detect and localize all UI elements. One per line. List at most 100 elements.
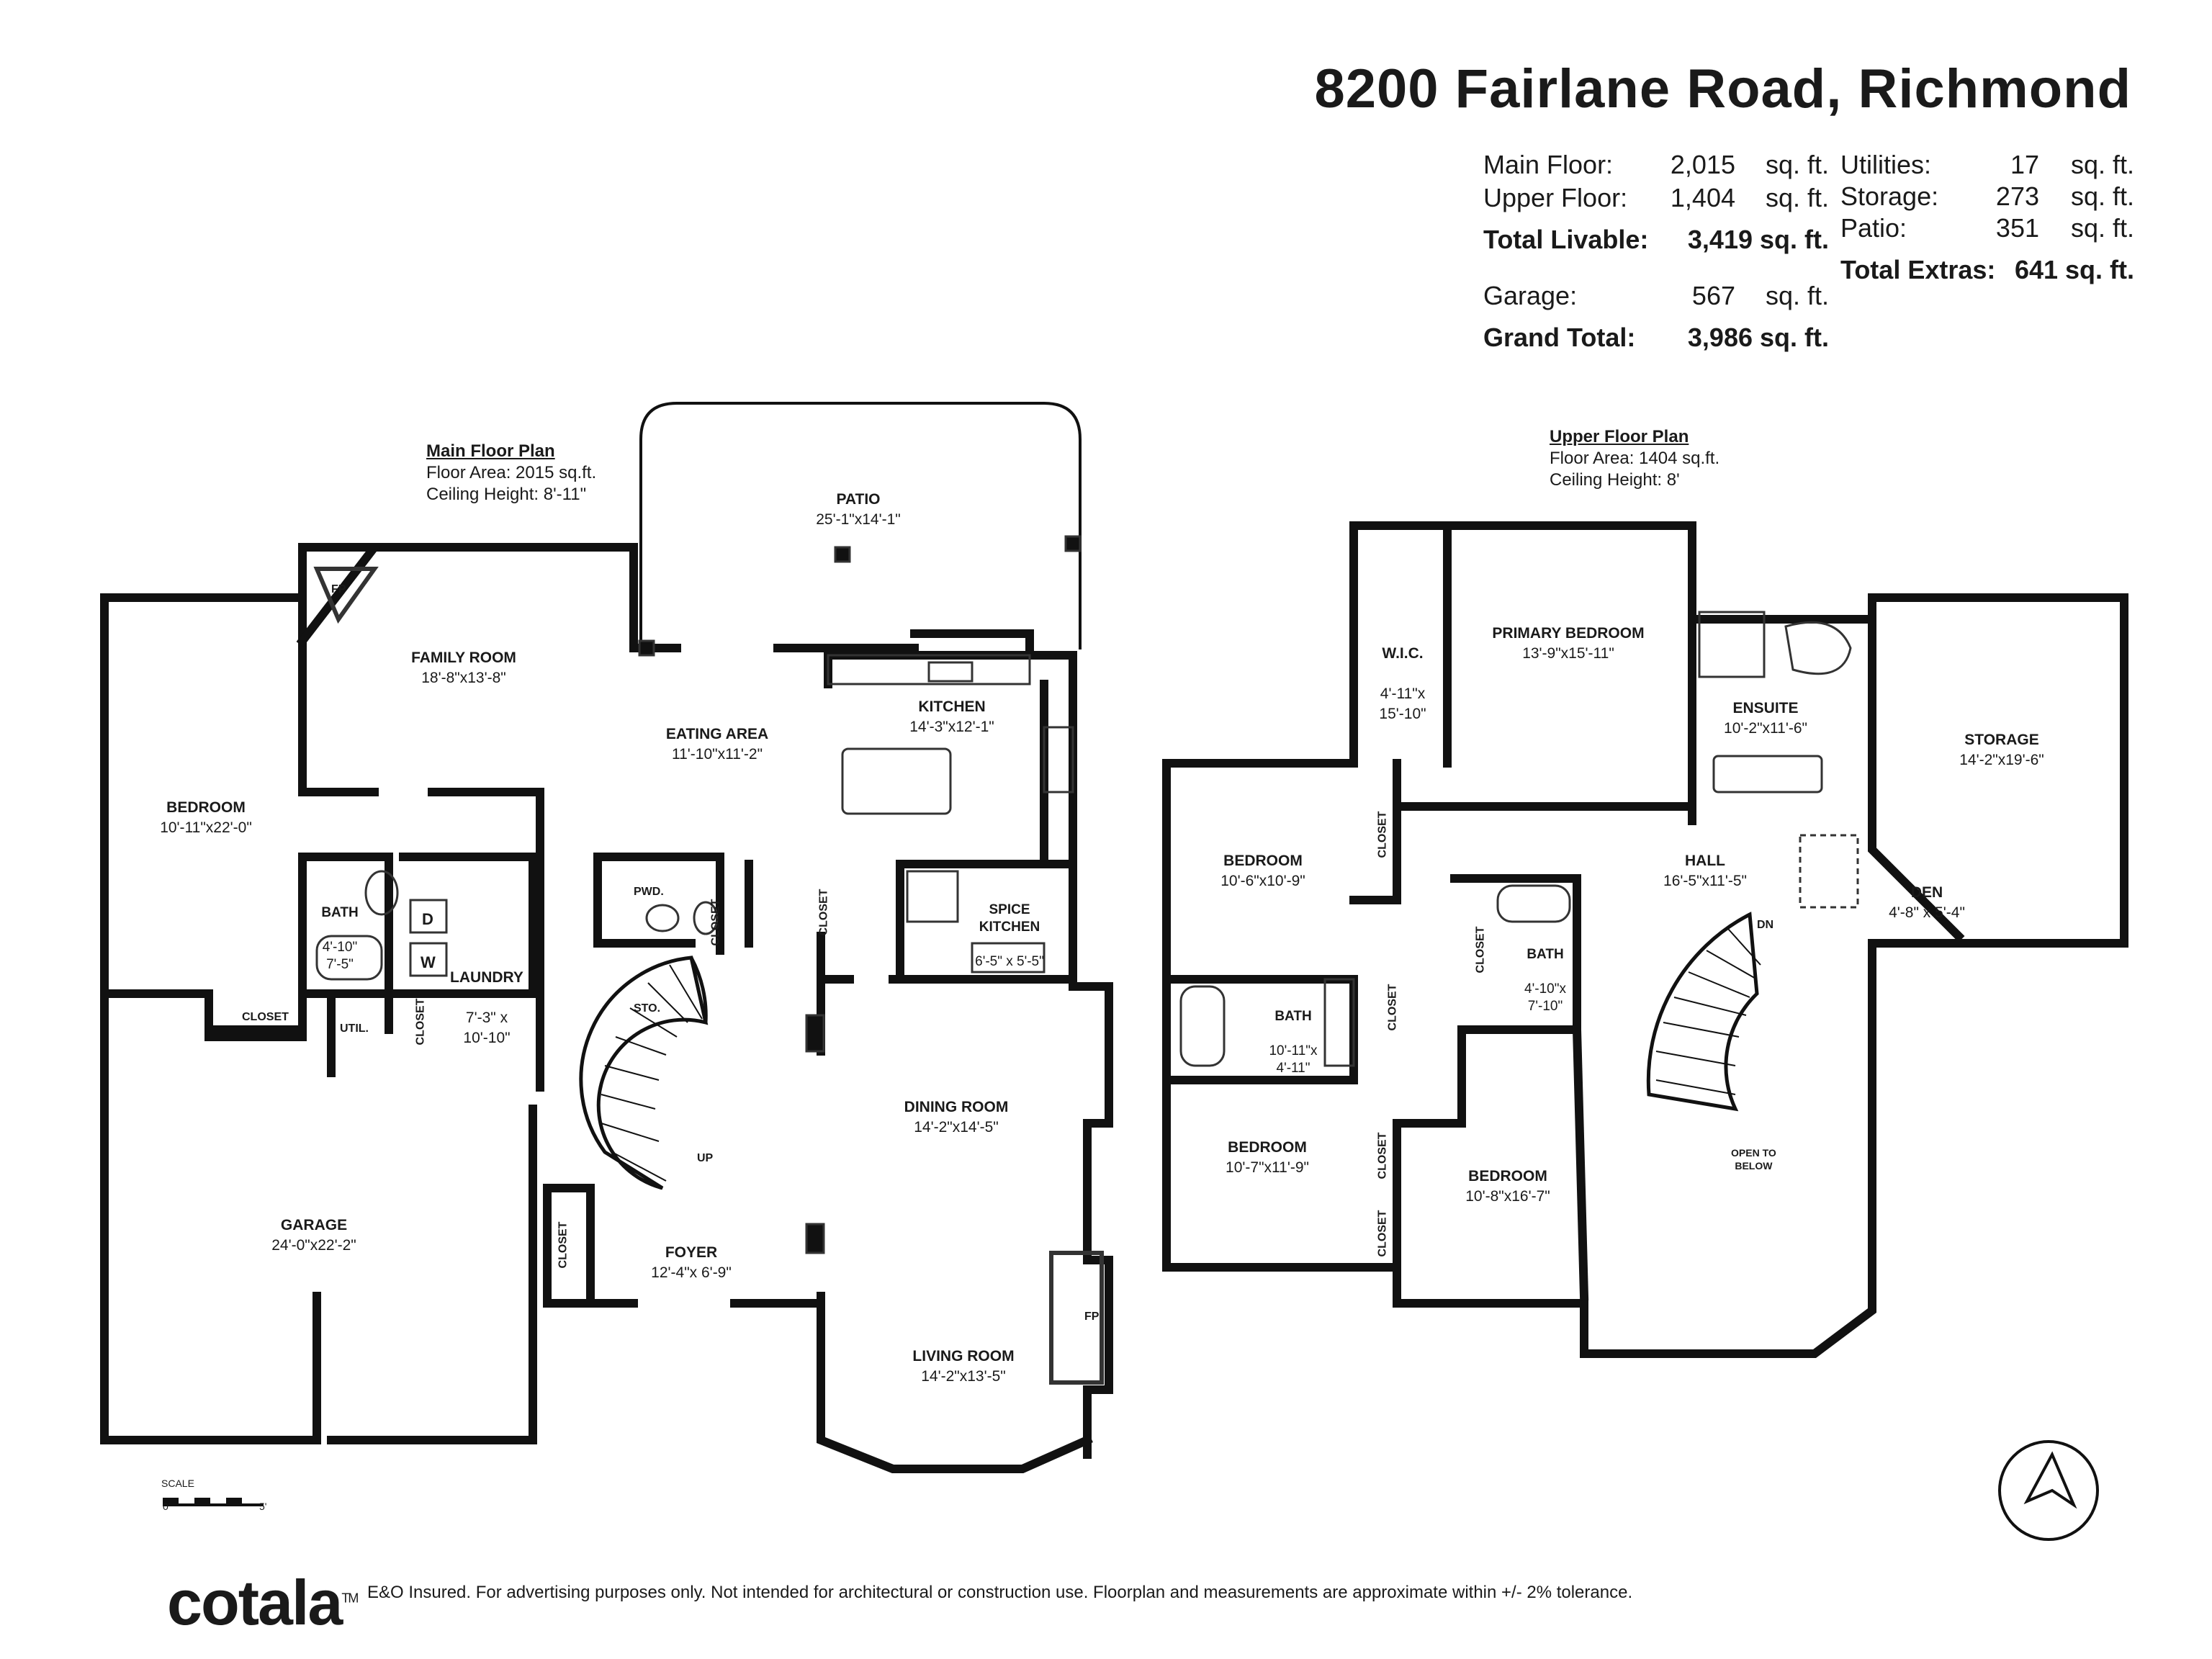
upper-floor-plan-title: Upper Floor Plan <box>1550 427 1689 446</box>
stair-down-label: DN <box>1757 919 1774 931</box>
room-label-primary-bedroom: PRIMARY BEDROOM 13'-9"x15'-11" <box>1492 624 1644 664</box>
room-name: SPICE KITCHEN <box>979 902 1040 935</box>
garage-area-row: Garage: 567 sq. ft. <box>1483 281 1829 313</box>
room-label-living-room: LIVING ROOM 14'-2"x13'-5" <box>912 1346 1014 1387</box>
room-dims: 14'-2"x19'-6" <box>1959 752 2044 768</box>
total-livable-row: Total Livable: 3,419 sq. ft. <box>1483 225 1829 256</box>
main-floor-area: Floor Area: 2015 sq.ft. <box>426 463 597 482</box>
closet-label-laundry: CLOSET <box>414 998 427 1046</box>
disclaimer-text: E&O Insured. For advertising purposes on… <box>367 1583 1633 1602</box>
utilities-area-label: Utilities: <box>1840 150 1932 179</box>
room-dims: 10'-2"x11'-6" <box>1724 720 1807 737</box>
room-name: STORAGE <box>1964 732 2039 748</box>
room-dims: 14'-2"x14'-5" <box>914 1119 999 1136</box>
room-name: BEDROOM <box>1228 1139 1307 1156</box>
closet-label-foyer: CLOSET <box>557 1221 570 1269</box>
stair-up-label: UP <box>697 1152 714 1164</box>
upper-floor-area-unit: sq. ft. <box>1765 183 1829 212</box>
room-label-den: DEN 4'-8" x 5'-4" <box>1889 883 1965 923</box>
garage-area-label: Garage: <box>1483 281 1578 310</box>
room-dims: 14'-2"x13'-5" <box>921 1368 1006 1385</box>
open-to-below-label: OPEN TO BELOW <box>1731 1147 1776 1172</box>
room-name: DINING ROOM <box>904 1099 1009 1115</box>
storage-label-stair: STO. <box>634 1002 661 1015</box>
washer <box>409 942 448 977</box>
room-label-family-room: FAMILY ROOM 18'-8"x13'-8" <box>411 648 516 688</box>
room-dims: 4'-8" x 5'-4" <box>1889 904 1965 921</box>
room-name: BATH <box>321 905 359 920</box>
room-label-bedroom-upper-2: BEDROOM 10'-7"x11'-9" <box>1226 1138 1309 1178</box>
room-label-bath-upper-1: BATH 10'-11"x 4'-11" <box>1269 991 1317 1094</box>
powder-room-label: PWD. <box>634 886 664 898</box>
utilities-area-value: 17 <box>2010 150 2039 179</box>
room-dims: 13'-9"x15'-11" <box>1522 645 1614 662</box>
room-label-bedroom-upper-1: BEDROOM 10'-6"x10'-9" <box>1220 851 1305 891</box>
kitchen-island <box>841 747 952 815</box>
total-extras-row: Total Extras: 641 sq. ft. <box>1840 255 2136 287</box>
room-name: BATH <box>1527 947 1564 962</box>
closet-label-powder: CLOSET <box>709 899 722 946</box>
garage-area-value: 567 <box>1691 281 1735 310</box>
room-name: LIVING ROOM <box>912 1348 1015 1364</box>
upper-floor-plan-heading: Upper Floor Plan Floor Area: 1404 sq.ft.… <box>1550 426 1719 491</box>
scale-range: 0' 5' <box>161 1501 269 1512</box>
room-label-garage: GARAGE 24'-0"x22'-2" <box>271 1215 356 1256</box>
total-extras-label: Total Extras: <box>1840 255 1996 284</box>
washer-label: W <box>421 953 436 971</box>
ensuite-tub <box>1784 621 1852 675</box>
room-label-wic: W.I.C. 4'-11"x 15'-10" <box>1379 624 1426 745</box>
room-dims: 10'-11"x22'-0" <box>160 819 252 836</box>
room-dims: 12'-4"x 6'-9" <box>651 1264 732 1281</box>
room-dims: 6'-5" x 5'-5" <box>975 954 1044 969</box>
room-label-ensuite: ENSUITE 10'-2"x11'-6" <box>1724 698 1807 739</box>
scale-bar <box>163 1498 264 1506</box>
main-floor-plan-title: Main Floor Plan <box>426 441 555 461</box>
room-dims: 4'-11"x 15'-10" <box>1379 685 1426 722</box>
main-floor-walls <box>100 402 1113 1473</box>
main-floor-area-value: 2,015 <box>1670 150 1735 179</box>
storage-area-unit: sq. ft. <box>2070 181 2134 211</box>
room-dims: 16'-5"x11'-5" <box>1663 873 1747 889</box>
scale-min: 0' <box>163 1501 171 1512</box>
room-name: BATH <box>1274 1009 1312 1024</box>
room-dims: 10'-11"x 4'-11" <box>1269 1043 1318 1076</box>
upper-floor-fixtures <box>1179 611 1859 1067</box>
main-staircase <box>579 956 709 1190</box>
closet-label-upper-hall: CLOSET <box>1474 926 1487 974</box>
upper-floor-area-value: 1,404 <box>1670 183 1735 212</box>
room-dims: 25'-1"x14'-1" <box>816 511 901 528</box>
skylight <box>1799 834 1859 909</box>
room-label-hall: HALL 16'-5"x11'-5" <box>1663 851 1747 891</box>
room-name: HALL <box>1685 853 1725 869</box>
room-dims: 10'-6"x10'-9" <box>1220 873 1305 889</box>
room-label-patio: PATIO 25'-1"x14'-1" <box>816 490 901 530</box>
fireplace-label-living: FP <box>1084 1310 1100 1323</box>
room-name: EATING AREA <box>665 726 769 742</box>
main-floor-ceiling: Ceiling Height: 8'-11" <box>426 485 587 504</box>
utilities-area-unit: sq. ft. <box>2070 150 2134 179</box>
dryer-label: D <box>422 910 433 928</box>
room-dims: 14'-3"x12'-1" <box>909 719 994 735</box>
fireplace-label-family: FP <box>331 583 346 595</box>
utilities-area-row: Utilities: 17 sq. ft. <box>1840 150 2136 181</box>
brand-name: cotala <box>167 1567 343 1638</box>
room-name: BEDROOM <box>1223 853 1303 869</box>
upper-bath-tub-2 <box>1179 985 1226 1067</box>
room-label-bedroom-main: BEDROOM 10'-11"x22'-0" <box>160 798 252 838</box>
upper-floor-area-label: Upper Floor: <box>1483 183 1628 212</box>
closet-label-garage: CLOSET <box>242 1011 289 1023</box>
grand-total-value: 3,986 sq. ft. <box>1687 323 1829 352</box>
upper-staircase <box>1646 912 1761 1112</box>
scale-max: 5' <box>259 1501 267 1512</box>
room-label-eating-area: EATING AREA 11'-10"x11'-2" <box>666 724 768 765</box>
dryer <box>409 899 448 934</box>
patio-area-row: Patio: 351 sq. ft. <box>1840 213 2136 245</box>
room-dims: 10'-7"x11'-9" <box>1226 1159 1309 1176</box>
upper-floor-area-row: Upper Floor: 1,404 sq. ft. <box>1483 183 1829 215</box>
main-floor-area-unit: sq. ft. <box>1765 150 1829 179</box>
closet-label-bedroom-2b: CLOSET <box>1376 1210 1389 1257</box>
storage-area-row: Storage: 273 sq. ft. <box>1840 181 2136 213</box>
garage-area-unit: sq. ft. <box>1765 281 1829 310</box>
upper-bath-tub <box>1496 884 1571 923</box>
room-dims: 24'-0"x22'-2" <box>271 1237 356 1254</box>
